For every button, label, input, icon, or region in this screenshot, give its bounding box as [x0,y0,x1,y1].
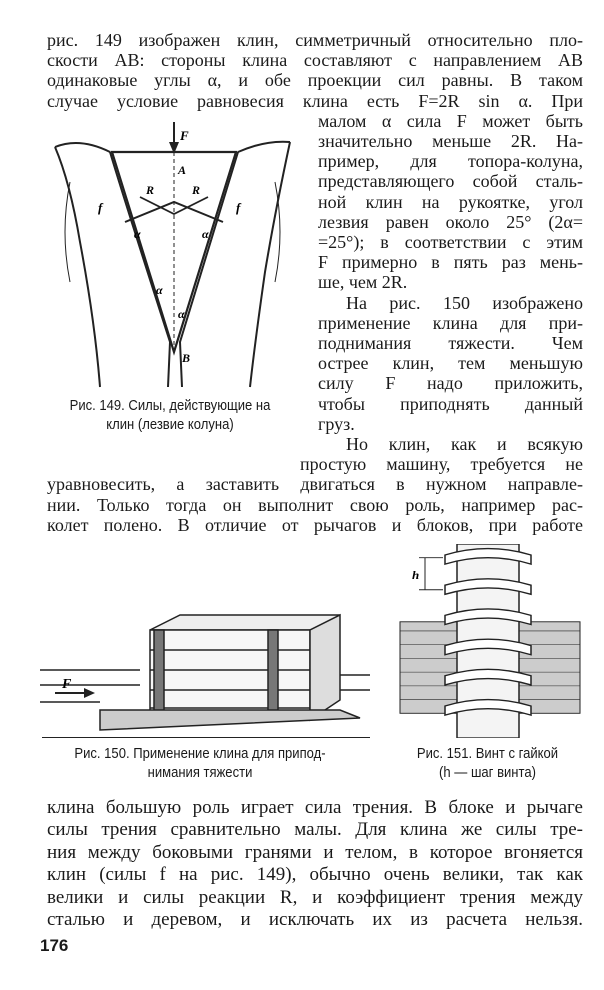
figure-149-caption: Рис. 149. Силы, действующие на клин (лез… [62,397,278,435]
text-line: одинаковые углы α, и обе проекции сил ра… [47,70,583,90]
caption-line: (h — шаг винта) [439,765,536,781]
text-line: рис. 149 изображен клин, симметричный от… [47,30,583,50]
text-line: клина большую роль играет сила трения. В… [47,797,583,818]
text-line: острее клин, тем меньшую [318,353,583,373]
text-line: Но клин, как и всякую [346,434,583,454]
text-line: колет полено. В отличие от рычагов и бло… [47,515,583,535]
text-line: На рис. 150 изображено [346,293,583,313]
text-line: уравновесить, а заставить двигаться в ну… [47,474,583,494]
figure-149-wedge-diagram: F A R R f f α α α α B [54,122,291,388]
label-alpha: α [178,307,185,321]
label-A: A [177,163,186,177]
text-line: груз. [318,414,355,434]
label-h: h [412,568,419,581]
caption-line: клин (лезвие колуна) [106,417,234,433]
text-line: пример, для топора-колуна, [318,151,583,171]
caption-line: Рис. 149. Силы, действующие на [69,398,271,414]
label-R-right: R [191,183,200,197]
text-line: силу F надо приложить, [318,373,583,393]
caption-line: нимания тяжести [147,765,253,781]
label-B: B [181,351,190,365]
text-line: ше, чем 2R. [318,272,408,292]
text-line: ния между боковыми гранями и телом, в ко… [47,842,583,863]
figure-151-screw-nut: h [399,544,581,738]
text-line: силы трения сравнительно малы. Для клина… [47,819,583,840]
text-line: малом α сила F может быть [318,111,583,131]
text-line: F примерно в пять раз мень- [318,252,583,272]
text-line: нии. Только тогда он выполнит свою роль,… [47,495,583,515]
text-line: =25°); в соответствии с этим [318,232,583,252]
label-F: F [61,677,72,692]
label-R-left: R [145,183,154,197]
text-line: скости AB: стороны клина составляют с на… [47,50,583,70]
label-f-right: f [236,200,242,215]
label-f-left: f [98,200,104,215]
label-alpha: α [202,227,209,241]
caption-line: Рис. 151. Винт с гайкой [416,746,559,762]
figure-151-caption: Рис. 151. Винт с гайкой (h — шаг винта) [395,745,580,783]
label-alpha: α [134,227,141,241]
label-alpha: α [156,283,163,297]
text-line: велики и силы реакции R, и коэффициент т… [47,887,583,908]
text-line: применение клина для при- [318,313,583,333]
text-line: случае условие равновесия клина есть F=2… [47,91,583,111]
caption-line: Рис. 150. Применение клина для припод- [74,746,326,762]
text-line: ной клин на рукоятке, угол [318,192,583,212]
text-line: чтобы приподнять данный [318,394,583,414]
page-number: 176 [40,936,69,955]
text-line: клин (силы f на рис. 149), обычно очень … [47,864,583,885]
figure-150-caption: Рис. 150. Применение клина для припод- н… [47,745,353,783]
text-line: сталью и деревом, и исключать их из расч… [47,909,583,930]
text-line: значительно меньше 2R. На- [318,131,583,151]
text-line: лезвия равен около 25° (2α= [318,212,583,232]
label-F: F [179,128,189,143]
figure-150-crate-wedge: F [40,613,370,738]
text-line: поднимания тяжести. Чем [318,333,583,353]
text-line: представляющего собой сталь- [318,171,583,191]
text-line: простую машину, требуется не [300,454,583,474]
